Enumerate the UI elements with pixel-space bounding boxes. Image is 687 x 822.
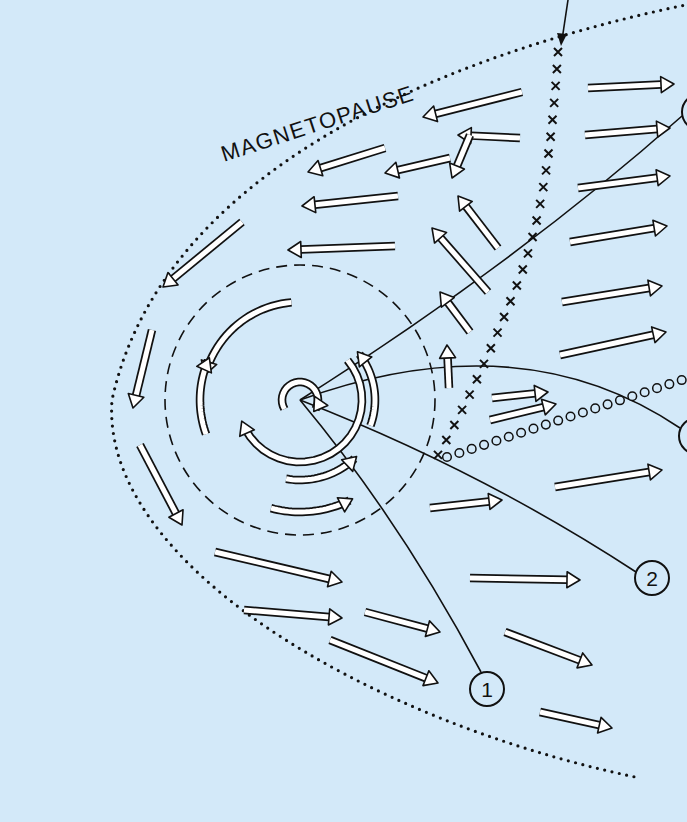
callout-number: 2 [646,568,658,589]
cross-mark [536,200,544,208]
flow-arrow [570,220,667,242]
callout-number: 1 [481,679,493,700]
cross-mark [458,406,466,414]
flow-arrow [562,280,662,302]
flow-arrow [560,327,666,355]
flow-arrow [440,345,456,388]
flow-arrow [423,92,522,122]
flow-arrow [588,77,674,93]
cross-mark [513,281,521,289]
circle-mark [443,453,452,462]
circle-mark [529,424,538,433]
circle-mark [566,412,575,421]
flow-arrow [197,358,212,434]
cross-mark [480,360,488,368]
circle-mark [517,428,526,437]
cross-mark [487,344,495,352]
flow-arrow [540,712,612,733]
circle-mark [542,420,551,429]
flow-arrow [286,457,356,480]
leader-line [300,400,481,672]
flow-arrow [555,464,662,487]
cross-mark [539,183,547,191]
circle-mark [467,445,476,454]
circle-mark [653,384,662,393]
cross-mark [524,249,532,257]
cross-mark [550,99,558,107]
flow-arrow [330,640,438,686]
flow-arrow [302,196,398,213]
circle-mark [480,441,489,450]
cross-mark [506,297,514,305]
flow-arrow [365,612,440,636]
flow-arrow [385,158,450,178]
circle-mark [579,408,588,417]
flow-arrow [490,399,556,420]
region-label: MAGNETOPAUSE [219,82,418,165]
cross-mark [554,48,562,56]
callout-circle [682,94,687,130]
cross-mark [466,391,474,399]
cross-mark [553,65,561,73]
cross-mark [450,421,458,429]
pointer-head [557,33,567,46]
flow-arrow [163,222,242,287]
callout-circle: 2 [634,560,670,596]
circle-mark [616,396,625,405]
circle-mark [640,388,649,397]
flow-arrow [470,572,580,588]
circle-mark [455,449,464,458]
cross-mark [552,82,560,90]
circle-mark [628,392,637,401]
cross-mark [533,216,541,224]
flow-arrow [357,352,375,426]
flow-arrow [430,493,502,509]
cross-mark [529,233,537,241]
circle-mark [554,416,563,425]
cross-mark [434,451,442,459]
callout-circle [679,418,687,454]
circle-mark [492,437,501,446]
flow-arrow [492,385,548,401]
flow-arrow [450,135,470,178]
flow-arrow [432,228,488,292]
flow-arrow [578,170,670,188]
cross-mark [519,266,527,274]
flow-arrow [308,148,385,176]
flow-arrow [282,382,328,412]
circle-mark [591,404,600,413]
circle-mark [603,400,612,409]
flow-arrow [128,330,152,408]
cross-mark [500,313,508,321]
flow-arrow [585,121,670,137]
cross-mark [442,436,450,444]
flow-arrow [271,498,353,512]
flow-arrow [215,552,342,587]
flow-arrow [505,632,592,668]
flow-arrow [140,445,183,525]
flow-arrow [440,292,470,332]
cross-mark [494,329,502,337]
circle-mark [504,432,513,441]
flow-arrow [288,242,395,258]
cross-mark [542,166,550,174]
flow-arrow [244,609,342,625]
cross-mark [549,116,557,124]
flow-arrow [240,360,362,462]
cross-mark [547,133,555,141]
circle-mark [665,380,674,389]
cross-mark [473,375,481,383]
magnetopause-boundary [112,4,687,778]
callout-circle: 1 [469,671,505,707]
flow-arrow [458,196,498,248]
flow-arrow [201,302,291,374]
cross-mark [544,150,552,158]
circle-mark [677,376,686,385]
